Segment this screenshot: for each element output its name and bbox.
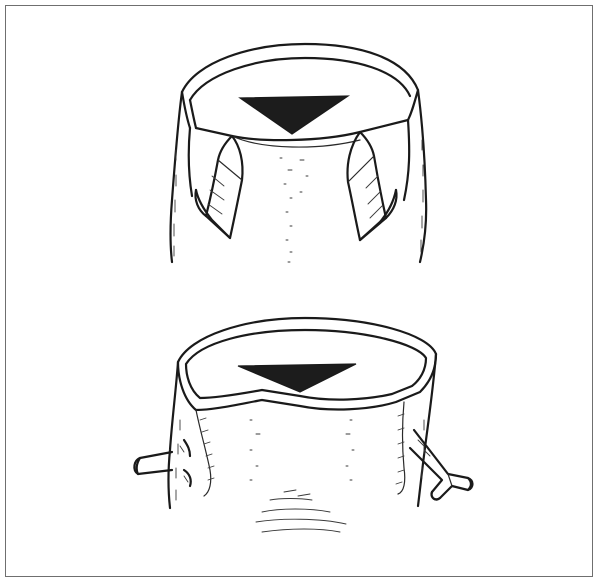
- top-left-flap: [195, 136, 242, 238]
- bottom-lumen: [238, 364, 356, 392]
- bottom-left-branch: [134, 440, 190, 486]
- bottom-left-wall: [169, 362, 179, 508]
- top-right-flap: [348, 132, 397, 240]
- top-rim-inner: [190, 58, 410, 100]
- bottom-vessel-illustration: [134, 318, 472, 532]
- top-lumen: [240, 96, 348, 134]
- top-right-wall: [418, 90, 426, 262]
- top-vessel-illustration: [171, 44, 427, 262]
